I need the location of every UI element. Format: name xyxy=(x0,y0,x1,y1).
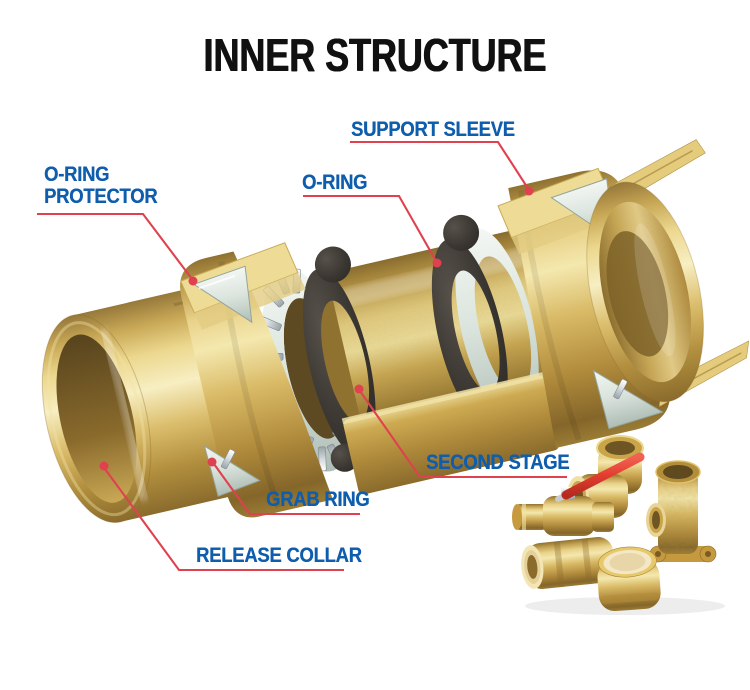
product-drop-ear-elbow xyxy=(646,460,717,563)
grab-ring-leader-line xyxy=(213,463,360,516)
coupling-body xyxy=(41,139,750,524)
second-stage-dot xyxy=(354,384,364,394)
label-o-ring: O-RING xyxy=(302,171,368,194)
grab-ring-dot xyxy=(207,457,217,467)
o-ring-protector-wedge xyxy=(192,265,253,324)
o-ring-left-part xyxy=(302,246,376,472)
o-ring-leader-line xyxy=(303,194,437,262)
page-title: INNER STRUCTURE xyxy=(203,29,547,81)
o-ring-protector-dot xyxy=(188,276,198,286)
coupling-bottom-shell xyxy=(341,372,560,495)
grab-ring-wedge xyxy=(203,444,261,497)
product-ball-valve xyxy=(512,452,645,536)
label-support-sleeve: SUPPORT SLEEVE xyxy=(351,118,515,141)
product-fittings-photo xyxy=(512,435,725,615)
coupling-right-mouth xyxy=(586,139,750,408)
label-o-ring-protector: O-RING PROTECTOR xyxy=(44,163,158,208)
support-sleeve-leader-line xyxy=(350,140,530,191)
leader-lines xyxy=(37,140,567,572)
support-sleeve-dot xyxy=(524,186,534,196)
label-second-stage: SECOND STAGE xyxy=(426,451,570,474)
release-collar-leader-line xyxy=(104,468,344,572)
o-ring-dot xyxy=(432,258,442,268)
label-grab-ring: GRAB RING xyxy=(266,488,370,511)
o-ring-protector-ring-part xyxy=(455,228,539,424)
coupling-left-bulge xyxy=(180,242,333,518)
label-release-collar: RELEASE COLLAR xyxy=(196,544,362,567)
product-end-cap xyxy=(597,546,661,612)
valve-red-handle xyxy=(561,452,645,500)
product-straight-coupling xyxy=(521,537,615,589)
second-stage-leader-line xyxy=(359,390,567,479)
release-collar-dot xyxy=(99,461,109,471)
o-ring-protector-leader-line xyxy=(37,212,193,280)
